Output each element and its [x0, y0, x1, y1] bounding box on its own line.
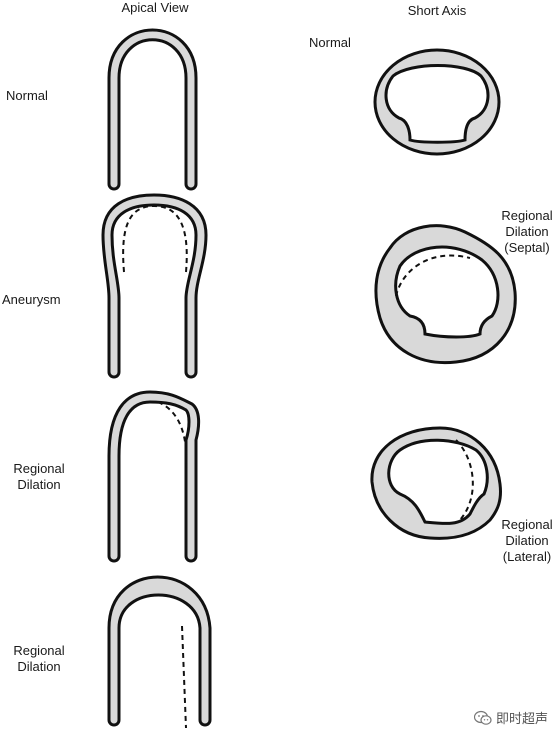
short-axis-septal-dilation-shape	[374, 224, 517, 365]
watermark: 即时超声	[473, 708, 548, 727]
apical-regional-dilation-shape	[107, 390, 201, 563]
apical-label-regional-dilation-2: Regional Dilation	[13, 643, 65, 674]
short-axis-normal-shape	[373, 48, 501, 156]
apical-label-aneurysm: Aneurysm	[2, 292, 61, 307]
short-axis-label-septal: Regional Dilation (Septal)	[501, 208, 553, 255]
short-axis-label-lateral: Regional Dilation (Lateral)	[501, 517, 553, 564]
watermark-text: 即时超声	[495, 711, 548, 726]
short-axis-header: Short Axis	[407, 3, 467, 18]
apical-label-regional-dilation: Regional Dilation	[13, 461, 65, 492]
apical-view-header: Apical View	[121, 0, 189, 15]
apical-normal-shape	[107, 28, 198, 191]
apical-label-normal: Normal	[6, 88, 48, 103]
apical-regional-dilation-2-shape	[107, 575, 212, 729]
short-axis-lateral-dilation-shape	[370, 426, 502, 540]
wechat-logo-icon	[473, 710, 492, 725]
apical-aneurysm-shape	[101, 193, 208, 379]
short-axis-label-normal: Normal	[309, 35, 351, 50]
